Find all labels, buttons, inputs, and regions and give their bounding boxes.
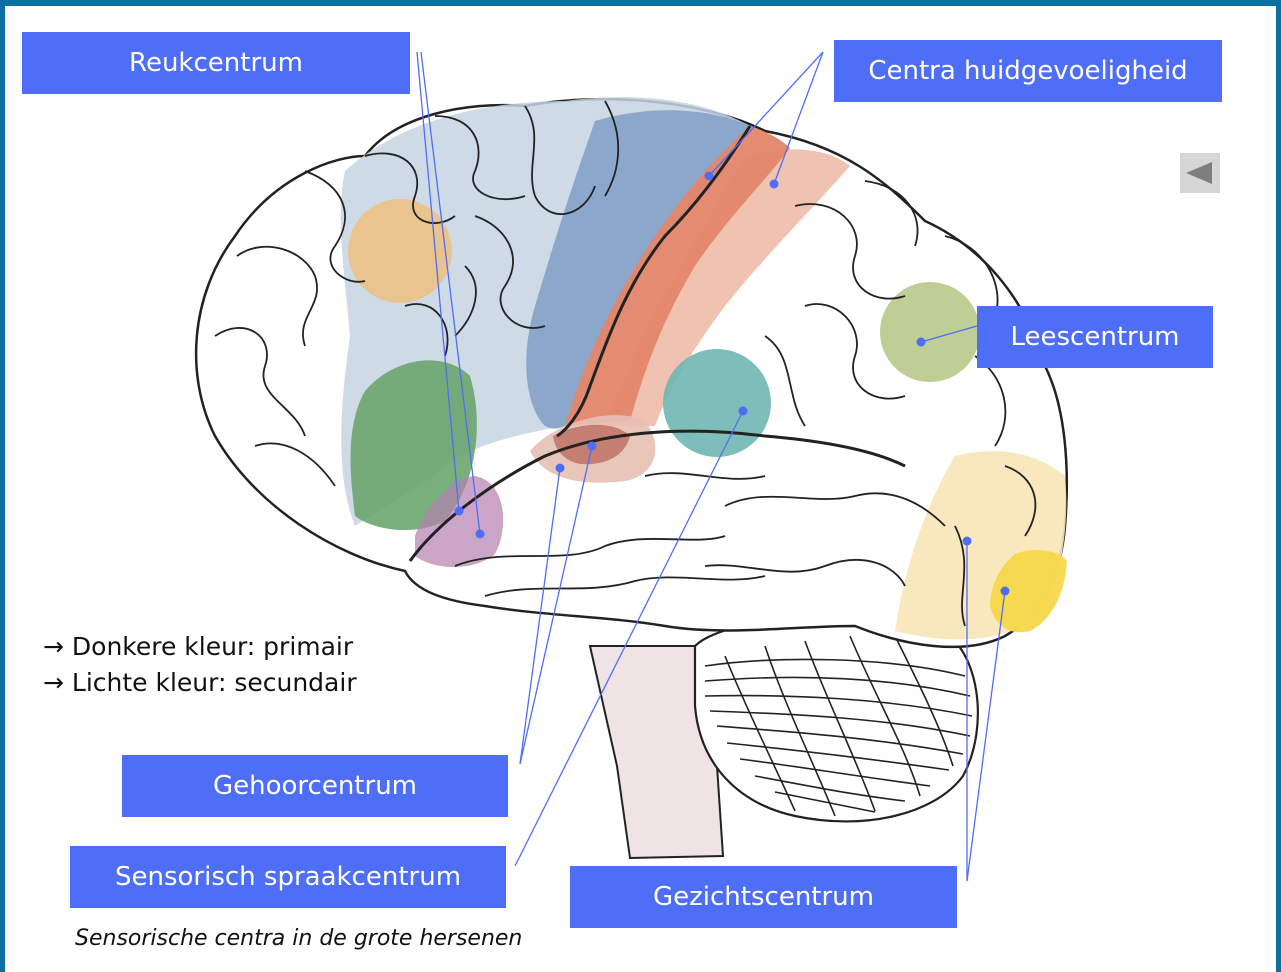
label-gehoorcentrum: Gehoorcentrum [122,755,508,817]
legend-dark: → Donkere kleur: primair [43,632,353,661]
figure-caption: Sensorische centra in de grote hersenen [75,926,522,951]
orange-region [348,199,452,303]
label-reukcentrum: Reukcentrum [22,32,410,94]
label-centra-huidgevoeligheid: Centra huidgevoeligheid [834,40,1222,102]
triangle-left-icon [1186,162,1212,184]
legend-light: → Lichte kleur: secundair [43,668,357,697]
label-gezichtscentrum: Gezichtscentrum [570,866,957,928]
brain-diagram [5,6,1276,972]
back-button[interactable] [1180,153,1220,193]
slide: Reukcentrum Centra huidgevoeligheid Lees… [5,6,1276,972]
label-sensorisch-spraakcentrum: Sensorisch spraakcentrum [70,846,506,908]
reading-region [880,282,980,382]
speech-region [663,349,771,457]
label-leescentrum: Leescentrum [977,306,1213,368]
